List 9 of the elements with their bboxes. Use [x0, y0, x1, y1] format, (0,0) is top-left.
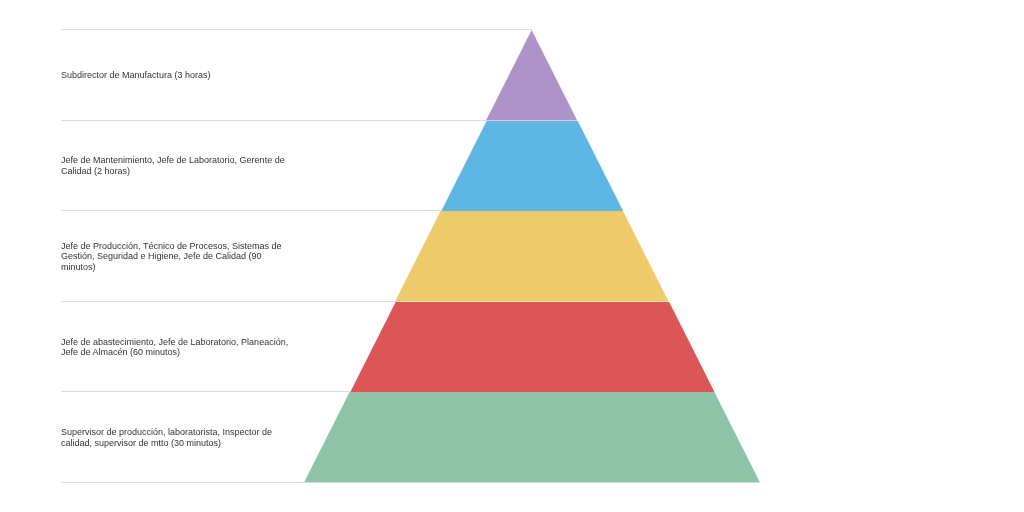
level-description: Jefe de Producción, Técnico de Procesos, Sistemas de Gestión, Seguridad e Higiene, Jefe de Calidad (90 minutos) [61, 240, 283, 273]
pyramid-level [304, 392, 760, 483]
level-description: Supervisor de producción, laboratorista, Inspector de calidad, supervisor de mtto (30 minutos) [61, 427, 274, 449]
level-description: Subdirector de Manufactura (3 horas) [61, 70, 212, 81]
pyramid-level [395, 211, 669, 302]
level-description: Jefe de abastecimiento, Jefe de Laboratorio, Planeación, Jefe de Almacén (60 minutos) [61, 336, 290, 358]
pyramid-level [440, 120, 624, 212]
level-description: Jefe de Mantenimiento, Jefe de Laboratorio, Gerente de Calidad (2 horas) [61, 155, 286, 177]
pyramid-level [349, 301, 715, 393]
